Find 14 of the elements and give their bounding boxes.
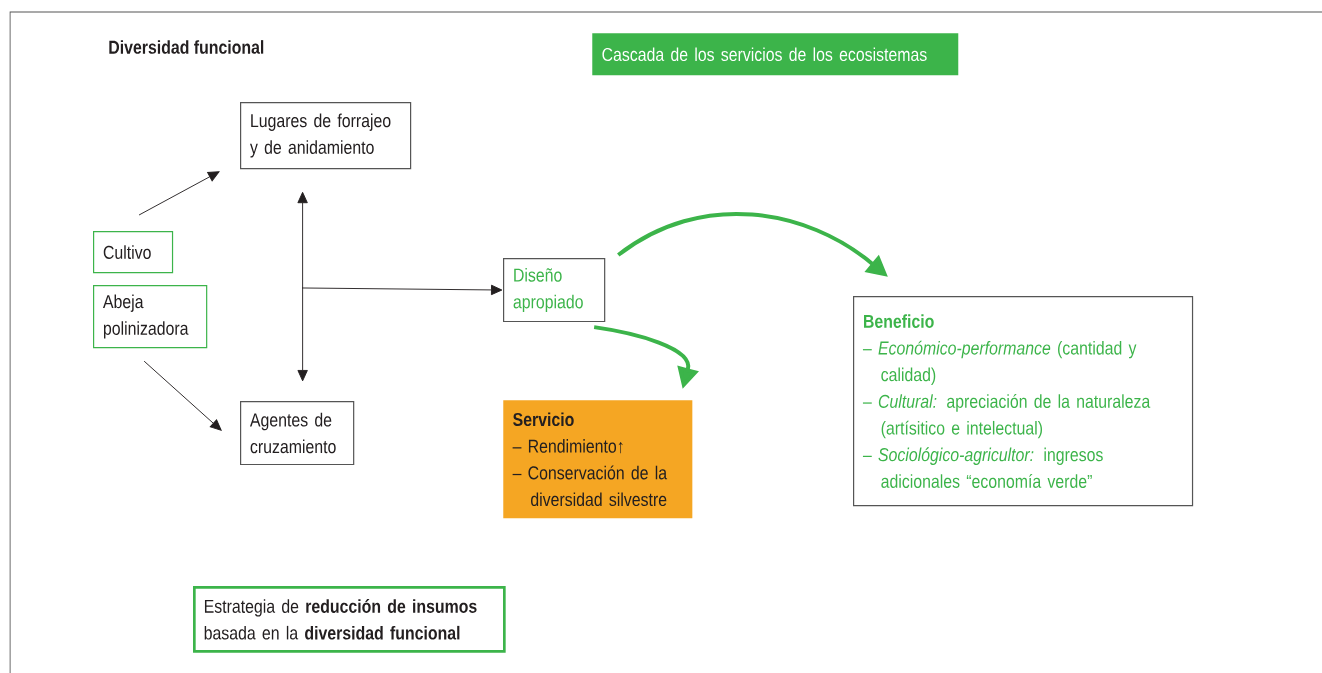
process-box: Agentes de cruzamiento	[240, 400, 355, 466]
process-box: Lugares de forrajeo y de anidamiento	[240, 102, 412, 170]
strategy-box: Estrategia de reducción de insumos basada en la diversidad funcional	[193, 586, 506, 653]
arrow	[297, 191, 308, 382]
bee-box: Abeja polinizadora	[93, 284, 208, 349]
plant-box: Cultivo	[93, 231, 174, 274]
cascade-banner: Cascada de los servicios de los ecosistemas	[592, 33, 959, 76]
service-box: Servicio – Rendimiento↑ – Conservación de la diversidad silvestre	[503, 400, 693, 519]
arrow	[301, 284, 503, 296]
arrow	[138, 171, 220, 216]
heading: Diversidad funcional	[109, 40, 264, 54]
arrow	[143, 360, 222, 431]
design-box: Diseño apropiado	[503, 258, 606, 323]
benefit-box: Beneficio – Económico-performance (cantidad y calidad) – Cultural: apreciación de la naturaleza (artísitico e intelectual) – Sociológico-agricultor: ingresos adicionales “economía verde”	[853, 295, 1194, 507]
